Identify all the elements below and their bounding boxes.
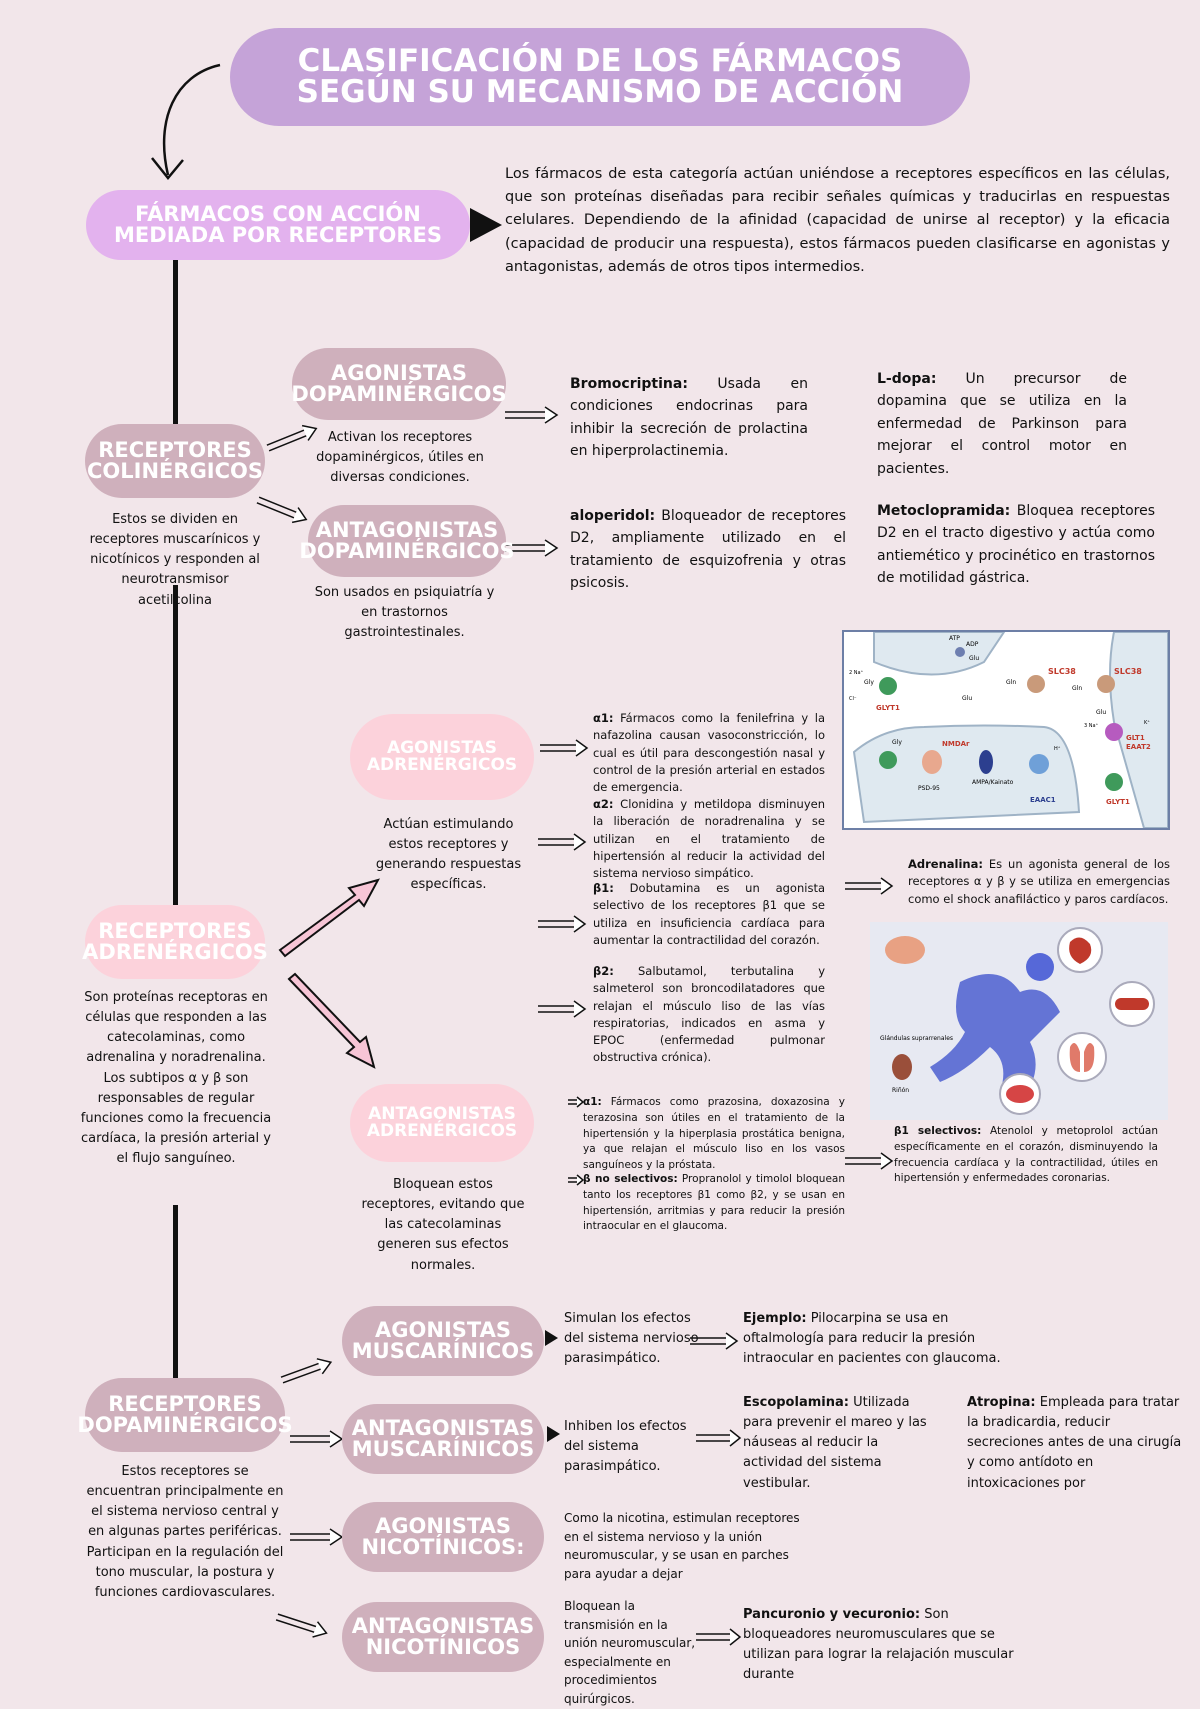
- antagonistas-muscarinicos-pill: ANTAGONISTAS MUSCARÍNICOS: [342, 1404, 544, 1474]
- synapse-label: EAAT2: [1126, 743, 1151, 751]
- synapse-label: Gln: [1072, 685, 1082, 692]
- double-arrow-group: [256, 406, 894, 1646]
- synapse-diagram-image: ATP ADP Glu SLC38 SLC38 Gln Gln Gly GLYT…: [842, 630, 1170, 830]
- synapse-label: SLC38: [1048, 667, 1076, 676]
- timeline-line-top: [173, 260, 178, 425]
- synapse-label: Cl⁻: [849, 696, 857, 702]
- synapse-label: GLT1: [1126, 734, 1145, 742]
- main-node-description: Los fármacos de esta categoría actúan un…: [505, 166, 1170, 275]
- alpha1-agonist-text: α1: Fármacos como la fenilefrina y la na…: [593, 711, 825, 794]
- adrenergicos-note: Son proteínas receptoras en células que …: [80, 990, 272, 1167]
- synapse-label: Glu: [1096, 709, 1106, 716]
- synapse-label: Glu: [962, 695, 972, 702]
- timeline-line-mid: [173, 585, 178, 905]
- synapse-label: GLYT1: [876, 704, 900, 712]
- agonistas-adrenergicos-pill: AGONISTAS ADRENÉRGICOS: [350, 714, 534, 800]
- beta2-agonist-text: β2: Salbutamol, terbutalina y salmeterol…: [593, 964, 825, 1065]
- main-node-label: FÁRMACOS CON ACCIÓN MEDIADA POR RECEPTOR…: [114, 202, 442, 247]
- antagonistas-nicotinicos-pill: ANTAGONISTAS NICOTÍNICOS: [342, 1602, 544, 1672]
- agonistas-dopaminergicos-pill: AGONISTAS DOPAMINÉRGICOS: [291, 348, 507, 420]
- runner-label: Glándulas suprarrenales: [880, 1035, 953, 1042]
- synapse-label: K⁺: [1144, 720, 1150, 726]
- beta1-agonist-text: β1: Dobutamina es un agonista selectivo …: [593, 881, 825, 947]
- antagonistas-dopaminergicos-note: Son usados en psiquiatría y en trastorno…: [314, 585, 495, 641]
- escopolamina-text: Escopolamina: Utilizada para prevenir el…: [743, 1395, 927, 1491]
- agonistas-muscarinicos-pill: AGONISTAS MUSCARÍNICOS: [342, 1306, 544, 1376]
- dopaminergicos-pill: RECEPTORES DOPAMINÉRGICOS: [77, 1378, 293, 1452]
- title-pill: CLASIFICACIÓN DE LOS FÁRMACOS SEGÚN SU M…: [230, 28, 970, 126]
- beta1-selectivos-text: β1 selectivos: Atenolol y metoprolol act…: [894, 1125, 1158, 1185]
- synapse-label: ATP: [949, 635, 960, 642]
- page-title: CLASIFICACIÓN DE LOS FÁRMACOS SEGÚN SU M…: [296, 43, 904, 110]
- adrenergicos-pill: RECEPTORES ADRENÉRGICOS: [82, 905, 268, 979]
- atropina-text: Atropina: Empleada para tratar la bradic…: [967, 1395, 1182, 1491]
- antagonistas-nicotinicos-desc: Bloquean la transmisión en la unión neur…: [564, 1599, 696, 1706]
- agonistas-adrenergicos-note: Actúan estimulando estos receptores y ge…: [375, 817, 522, 893]
- synapse-label: 3 Na⁺: [1084, 723, 1099, 729]
- metoclopramida-text: Metoclopramida: Bloquea receptores D2 en…: [877, 503, 1155, 587]
- agonistas-nicotinicos-pill: AGONISTAS NICOTÍNICOS:: [342, 1502, 544, 1572]
- synapse-label: Gln: [1006, 679, 1016, 686]
- synapse-label: AMPA/Kainato: [972, 779, 1014, 786]
- synapse-label: Gly: [864, 679, 874, 686]
- synapse-label: ADP: [966, 641, 979, 648]
- synapse-label: NMDAr: [942, 740, 970, 748]
- adrenalina-text: Adrenalina: Es un agonista general de lo…: [908, 857, 1170, 906]
- pointer-triangle: [470, 208, 502, 242]
- curved-arrow-head: [151, 157, 184, 180]
- bromocriptina-text: Bromocriptina: Usada en condiciones endo…: [570, 376, 808, 460]
- dopaminergicos-note: Estos receptores se encuentran principal…: [86, 1464, 284, 1600]
- antagonistas-adrenergicos-note: Bloquean estos receptores, evitando que …: [361, 1177, 525, 1273]
- agonistas-dopaminergicos-note: Activan los receptores dopaminérgicos, ú…: [316, 430, 484, 486]
- curved-arrow: [162, 63, 221, 176]
- runner-label: Riñón: [892, 1087, 909, 1094]
- synapse-label: Glu: [969, 655, 979, 662]
- synapse-label: PSD-95: [918, 785, 940, 792]
- agonistas-muscarinicos-desc: Simulan los efectos del sistema nervioso…: [564, 1311, 699, 1367]
- synapse-label: SLC38: [1114, 667, 1142, 676]
- synapse-illustration: ATP ADP Glu SLC38 SLC38 Gln Gln Gly GLYT…: [844, 631, 1169, 829]
- synapse-label: 2 Na⁺: [849, 670, 864, 676]
- antagonistas-dopaminergicos-pill: ANTAGONISTAS DOPAMINÉRGICOS: [299, 505, 515, 577]
- aloperidol-text: aloperidol: Bloqueador de receptores D2,…: [570, 508, 846, 592]
- colinergicos-note: Estos se dividen en receptores muscaríni…: [89, 512, 261, 608]
- alpha1-antagonist-text: α1: Fármacos como prazosina, doxazosina …: [583, 1096, 845, 1171]
- antagonistas-muscarinicos-desc: Inhiben los efectos del sistema parasimp…: [564, 1419, 687, 1475]
- timeline-line-bottom: [173, 1205, 178, 1380]
- pilocarpina-text: Ejemplo: Pilocarpina se usa en oftalmolo…: [743, 1311, 1001, 1367]
- agonistas-nicotinicos-desc: Como la nicotina, estimulan receptores e…: [564, 1511, 800, 1581]
- colinergicos-pill: RECEPTORES COLINÉRGICOS: [85, 424, 265, 498]
- runner-organs-image: Glándulas suprarrenales Riñón: [870, 922, 1168, 1120]
- synapse-label: H⁺: [1054, 746, 1061, 752]
- alpha2-agonist-text: α2: Clonidina y metildopa disminuyen la …: [593, 797, 825, 880]
- ldopa-text: L-dopa: Un precursor de dopamina que se …: [877, 371, 1127, 477]
- beta-no-selectivos-text: β no selectivos: Propranolol y timolol b…: [583, 1173, 845, 1233]
- pancuronio-text: Pancuronio y vecuronio: Son bloqueadores…: [743, 1607, 1014, 1683]
- main-node-pill: FÁRMACOS CON ACCIÓN MEDIADA POR RECEPTOR…: [86, 190, 470, 260]
- antagonistas-adrenergicos-pill: ANTAGONISTAS ADRENÉRGICOS: [350, 1084, 534, 1162]
- synapse-label: Gly: [892, 739, 902, 746]
- big-pink-arrow-up: [278, 878, 380, 958]
- synapse-label: GLYT1: [1106, 798, 1130, 806]
- runner-illustration: Glándulas suprarrenales Riñón: [870, 922, 1168, 1120]
- big-pink-arrow-down: [287, 972, 376, 1069]
- synapse-label: EAAC1: [1030, 796, 1056, 804]
